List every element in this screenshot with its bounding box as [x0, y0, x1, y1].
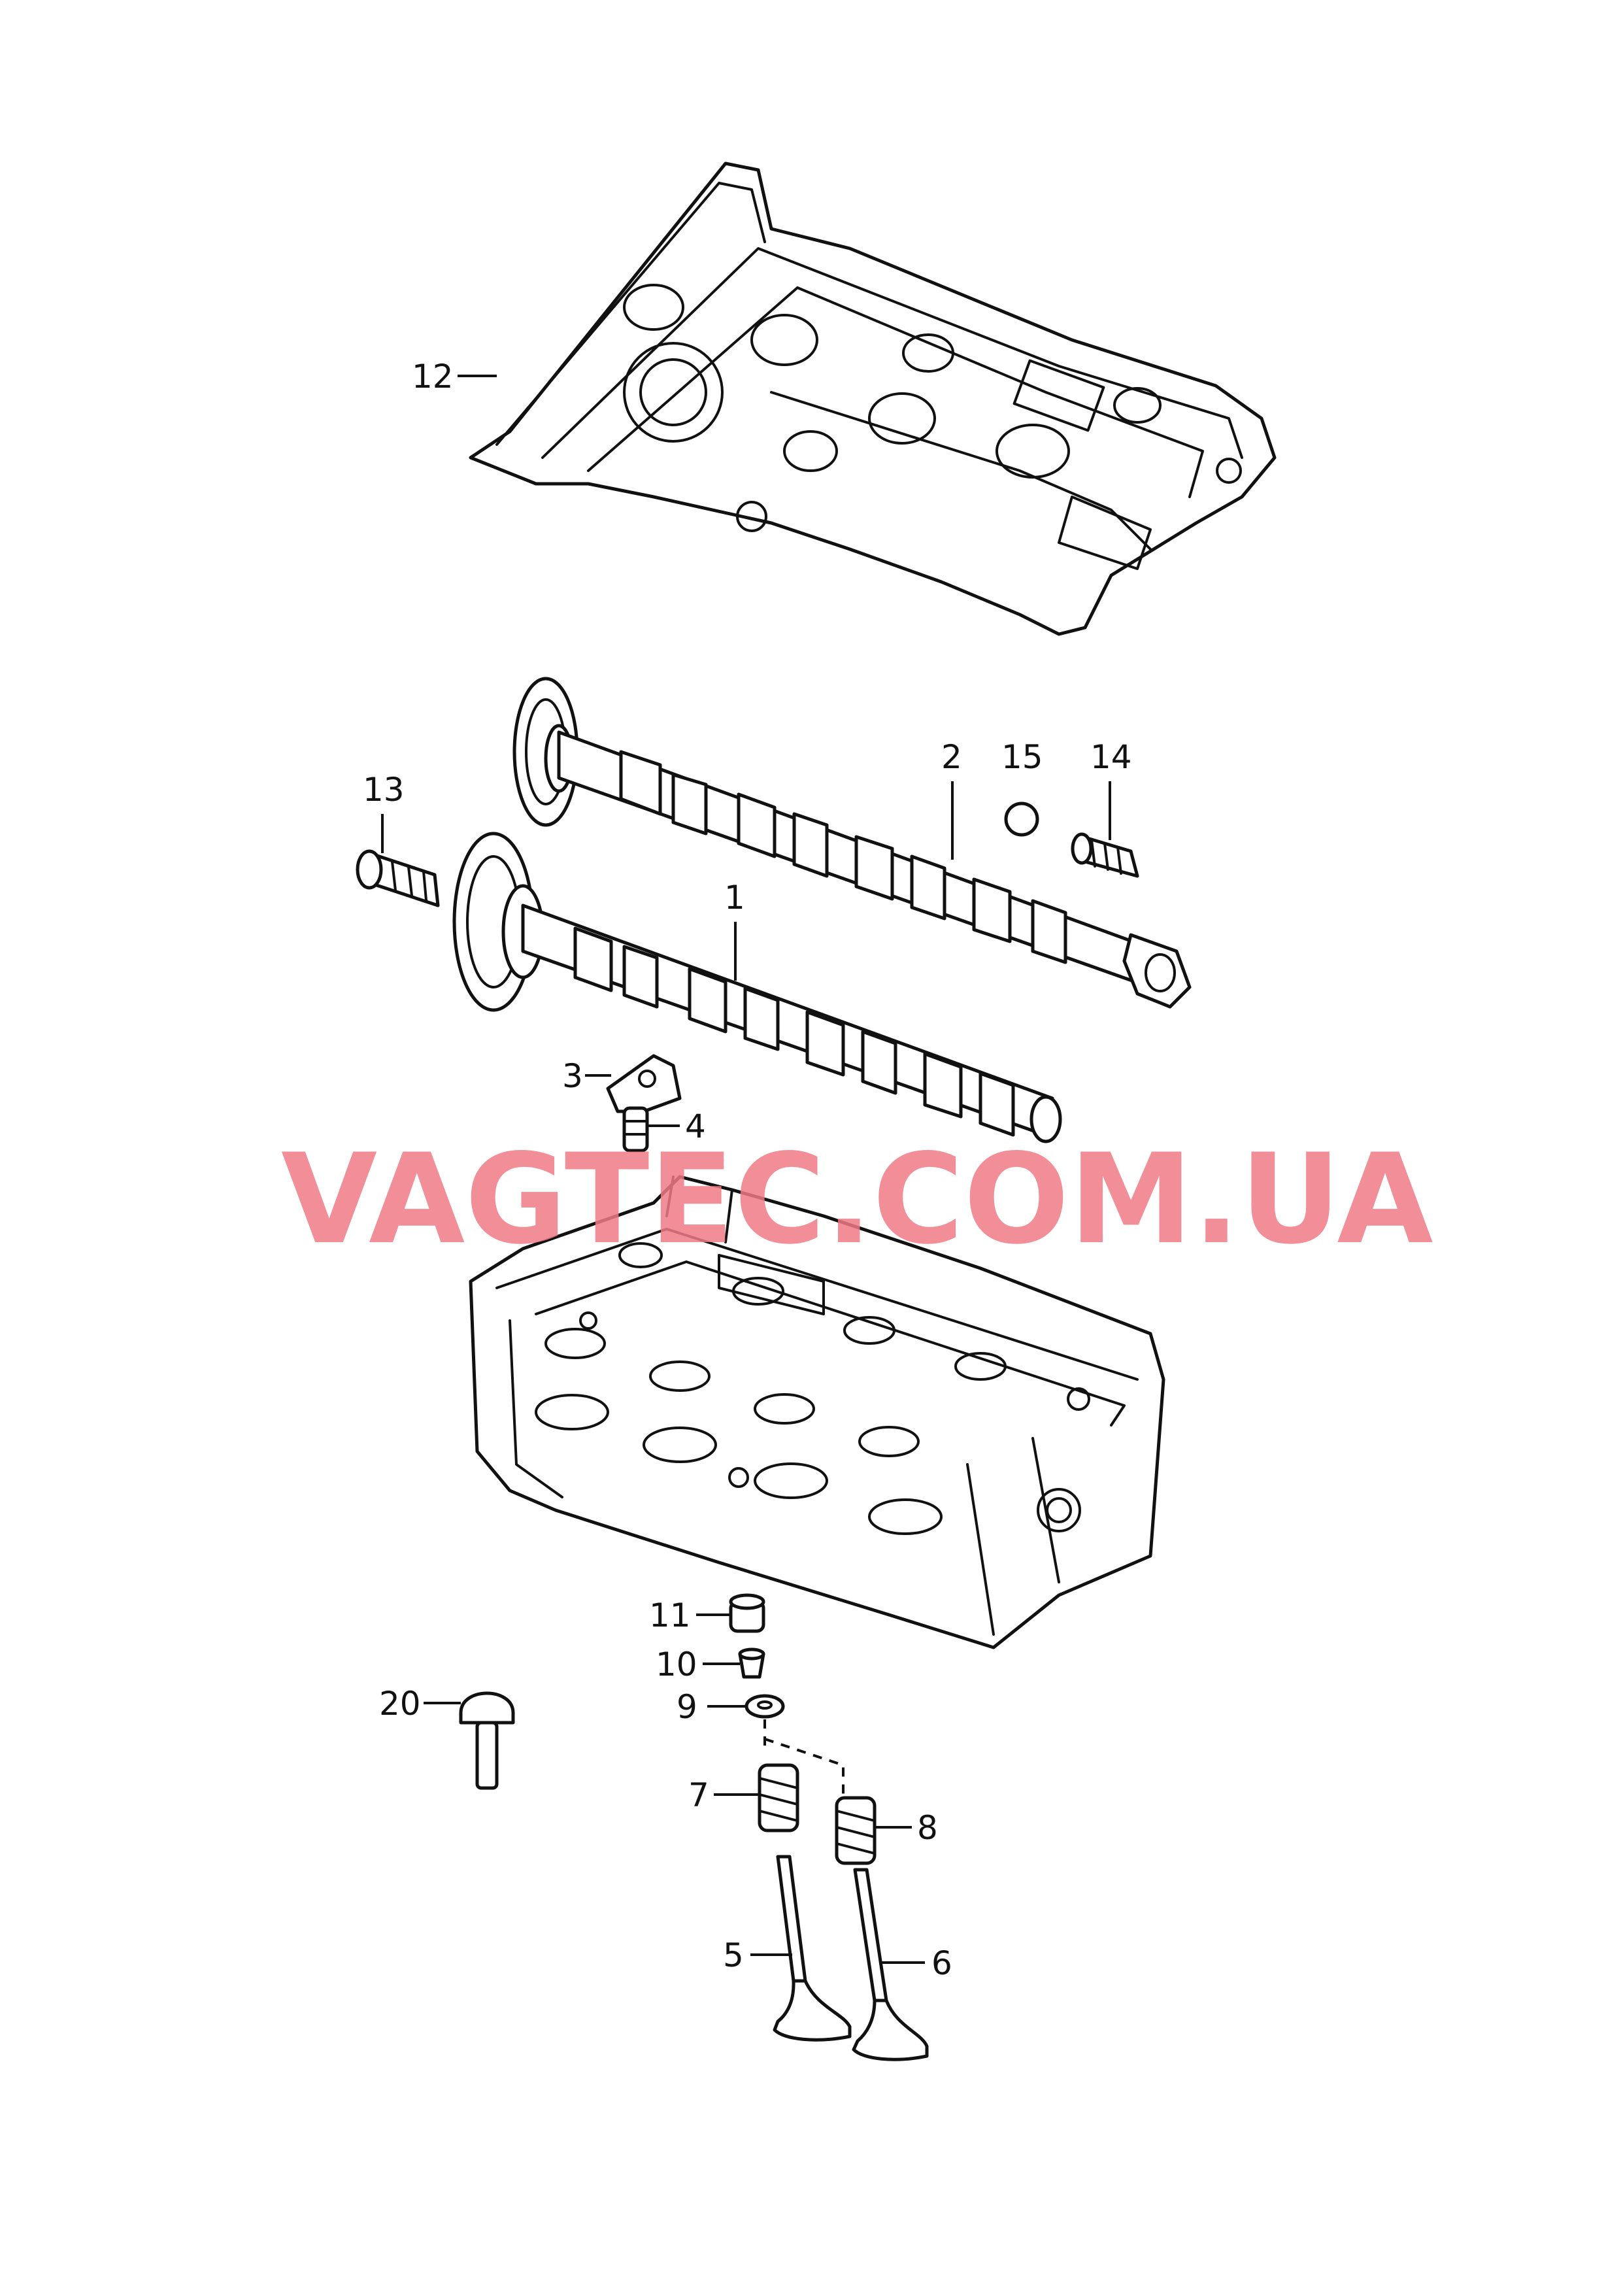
part-9-washer [745, 1694, 785, 1719]
part-10-spring-seat [738, 1647, 765, 1679]
watermark-text: VAGTEC.COM.UA [281, 1127, 1433, 1272]
callout-12: 12 [412, 358, 454, 396]
cylinder-head [469, 1175, 1165, 1649]
part-2-camshaft [512, 677, 1192, 1009]
callout-20: 20 [379, 1685, 421, 1723]
part-15-ball [1004, 802, 1039, 837]
part-11-valve-stem-seal [729, 1593, 765, 1633]
callout-4: 4 [685, 1107, 706, 1145]
part-20-bolt [459, 1691, 515, 1790]
callout-8: 8 [917, 1809, 938, 1847]
callout-1: 1 [724, 879, 745, 917]
callout-13: 13 [363, 771, 405, 809]
callout-14: 14 [1090, 738, 1132, 776]
part-5-valve [773, 1855, 852, 2042]
callout-7: 7 [688, 1776, 709, 1814]
part-8-valve-spring [835, 1796, 877, 1865]
callout-10: 10 [656, 1646, 697, 1683]
part-4-tappet [622, 1106, 649, 1153]
part-6-valve [852, 1868, 929, 2061]
callout-6: 6 [931, 1944, 952, 1982]
callout-9: 9 [677, 1688, 697, 1726]
callout-2: 2 [941, 738, 962, 776]
part-3-rocker-arm [606, 1054, 682, 1113]
callout-15: 15 [1001, 738, 1043, 776]
part-1-camshaft [452, 832, 1062, 1143]
part-14-plug [1071, 832, 1139, 878]
part-13-plug [356, 849, 440, 907]
callout-5: 5 [723, 1936, 744, 1974]
part-7-valve-spring [758, 1763, 799, 1832]
dashed-line-right [764, 1738, 845, 1804]
callout-11: 11 [649, 1596, 691, 1634]
part-12-valve-cover [469, 161, 1277, 636]
callout-3: 3 [562, 1057, 583, 1095]
